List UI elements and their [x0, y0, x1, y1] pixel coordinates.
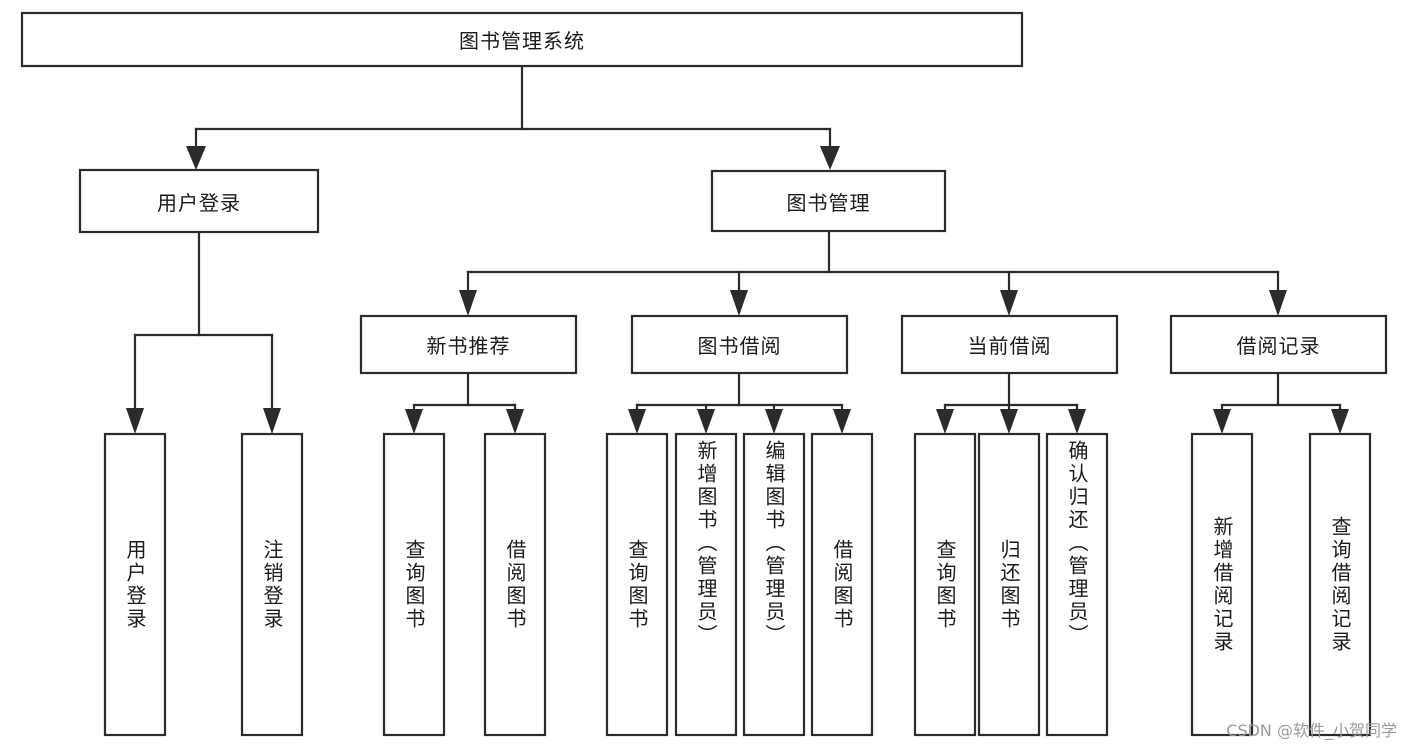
arrowhead-leaf-user-login [126, 408, 144, 434]
arrowhead-leaf-borrow-book-1 [506, 409, 524, 434]
node-leaf-query-record-box[interactable] [1308, 432, 1372, 737]
node-leaf-add-record-box[interactable] [1190, 432, 1254, 737]
node-root-box[interactable] [20, 11, 1024, 68]
node-leaf-query-book-3-box[interactable] [913, 432, 977, 737]
arrowhead-current-borrow [1000, 290, 1018, 316]
arrowhead-leaf-add-book [697, 409, 715, 434]
arrowhead-leaf-query-book-3 [936, 409, 954, 434]
arrowhead-user-login [186, 146, 206, 170]
node-leaf-query-book-2-box[interactable] [605, 432, 669, 737]
node-leaf-add-book-box[interactable] [674, 432, 738, 737]
arrowhead-leaf-return-book [1000, 409, 1018, 434]
node-leaf-borrow-book-1-box[interactable] [483, 432, 547, 737]
node-leaf-return-book-box[interactable] [977, 432, 1041, 737]
node-leaf-user-logout-box[interactable] [240, 432, 304, 737]
arrowhead-leaf-borrow-book-2 [833, 409, 851, 434]
node-current-borrow-box[interactable] [900, 314, 1119, 375]
arrowhead-leaf-confirm-return [1068, 409, 1086, 434]
node-new-book-recommend-box[interactable] [359, 314, 578, 375]
arrowhead-leaf-user-logout [263, 408, 281, 434]
arrowhead-leaf-edit-book [765, 409, 783, 434]
arrowhead-leaf-add-record [1213, 409, 1231, 434]
node-leaf-borrow-book-2-box[interactable] [810, 432, 874, 737]
arrowhead-book-management [820, 146, 840, 170]
arrowhead-book-borrow [730, 290, 748, 316]
arrowhead-leaf-query-book-2 [628, 409, 646, 434]
node-leaf-query-book-1-box[interactable] [382, 432, 446, 737]
arrowhead-leaf-query-book-1 [405, 409, 423, 434]
node-leaf-edit-book-box[interactable] [742, 432, 806, 737]
node-leaf-user-login-box[interactable] [103, 432, 167, 737]
arrowhead-borrow-record [1269, 290, 1287, 316]
node-borrow-record-box[interactable] [1169, 314, 1388, 375]
node-book-borrow-box[interactable] [630, 314, 849, 375]
node-user-login-box[interactable] [78, 168, 320, 234]
node-book-management-box[interactable] [710, 169, 947, 233]
arrowhead-new-book-recommend [459, 290, 477, 316]
arrowhead-leaf-query-record [1331, 409, 1349, 434]
node-leaf-confirm-return-box[interactable] [1045, 432, 1109, 737]
